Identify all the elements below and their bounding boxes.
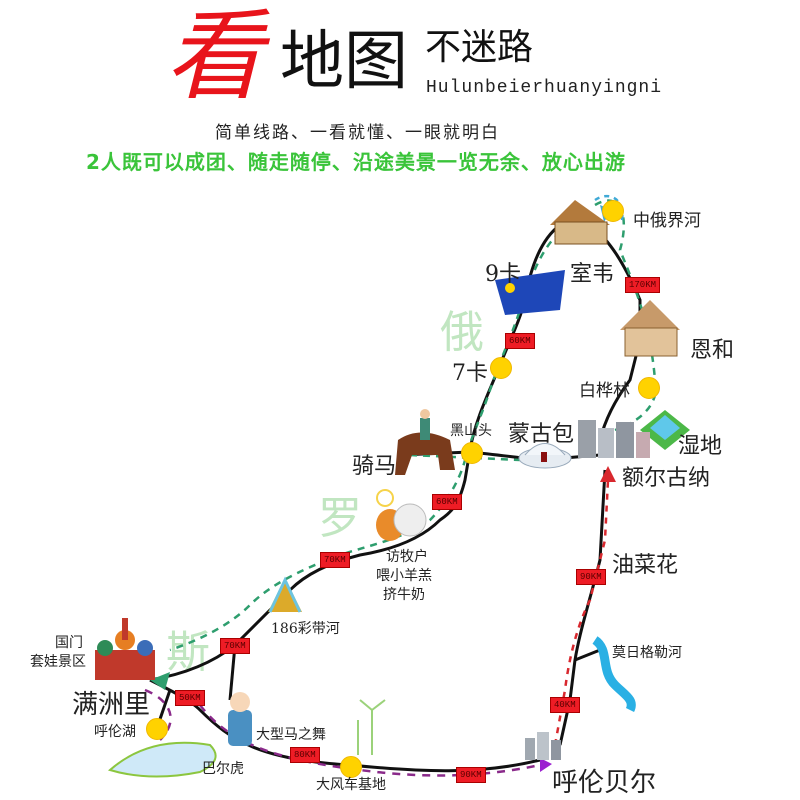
stop-dot-hulunhu [146, 718, 168, 740]
label-taowa: 套娃景区 [30, 654, 86, 670]
eerguna-city-icon [578, 420, 650, 458]
km-badge-hulunbeier-moriGele: 40KM [550, 697, 580, 713]
label-heishantou: 黑山头 [450, 423, 492, 439]
wetland-icon [640, 410, 690, 450]
windmill-icon [357, 699, 386, 755]
arrow-red-icon [600, 466, 616, 482]
tagline: 2人既可以成团、随走随停、沿途美景一览无余、放心出游 [86, 150, 626, 174]
arrow-green-icon [150, 672, 170, 690]
label-enhe: 恩和 [690, 338, 735, 363]
ka9-flag-icon [495, 270, 565, 315]
arrow-purple-icon [540, 758, 552, 772]
label-ka9: 9卡 [485, 262, 521, 287]
stop-dot-baihualin [638, 377, 660, 399]
enhe-house-icon [620, 300, 680, 357]
ghost-char-luo: 罗 [318, 493, 362, 544]
label-morigelehe: 莫日格勒河 [612, 645, 682, 661]
title-side: 不迷路 [425, 27, 534, 68]
km-badge-caidai-manzhouli: 70KM [220, 638, 250, 654]
label-shiwei: 室韦 [570, 262, 615, 287]
label-caidaihe: 186彩带河 [271, 621, 340, 637]
label-dafengche: 大风车基地 [316, 777, 386, 793]
label-menggubao: 蒙古包 [508, 422, 575, 447]
shiwei-house-icon [550, 200, 610, 245]
road-network [149, 223, 642, 773]
stop-dot-dafengche [340, 756, 362, 778]
subtitle: 简单线路、一看就懂、一眼就明白 [215, 123, 500, 143]
label-youcaihua: 油菜花 [612, 553, 679, 578]
label-ji-niunai: 挤牛奶 [383, 587, 425, 603]
label-wei-yanggao: 喂小羊羔 [376, 568, 432, 584]
label-hulunbeier: 呼伦贝尔 [552, 768, 657, 798]
label-manzhouli: 满洲里 [72, 690, 151, 720]
title-red-character: 看 [165, 0, 264, 114]
km-badge-baerhu-fengche: 80KM [290, 747, 320, 763]
waterfall-icon [268, 576, 302, 613]
label-guomen: 国门 [55, 635, 83, 651]
label-qima: 骑马 [352, 454, 397, 479]
stop-dot-ka7 [490, 357, 512, 379]
km-badge-fengche-hulunbeier: 90KM [456, 767, 486, 783]
label-hulunhu: 呼伦湖 [94, 724, 136, 740]
label-ka7: 7卡 [452, 361, 488, 386]
title-main: 地图 [280, 25, 408, 99]
title-pinyin: Hulunbeierhuanyingni [426, 78, 663, 98]
hulun-lake-icon [107, 741, 217, 778]
km-badge-shiwei-enhe: 170KM [625, 277, 661, 293]
km-badge-ka9-ka7: 60KM [505, 333, 535, 349]
km-badge-fangmuhu-caidai: 70KM [320, 552, 350, 568]
label-damawu: 大型马之舞 [256, 727, 326, 743]
label-baerhu: 巴尔虎 [202, 761, 244, 777]
yurt-icon [518, 443, 572, 469]
ghost-char-e: 俄 [440, 307, 484, 358]
hulunbeier-city-icon [525, 732, 561, 760]
km-badge-manzhouli-baerhu: 50KM [175, 690, 205, 706]
moscow-cathedral-icon [95, 618, 155, 680]
stop-dot-heishantou [461, 442, 483, 464]
label-zhonge-jiehe: 中俄界河 [633, 211, 701, 231]
km-badge-heishantou-south: 60KM [432, 494, 462, 510]
km-badge-youcaihua-eerguna: 90KM [576, 569, 606, 585]
route-red-dashed [553, 479, 610, 746]
sheep-icon [376, 489, 427, 541]
horse-rider-icon [395, 409, 455, 475]
stop-dot-zhonge-jiehe [602, 200, 624, 222]
label-eerguna: 额尔古纳 [622, 466, 711, 491]
label-shidi: 湿地 [678, 434, 723, 459]
moergele-river-icon [591, 636, 636, 713]
mongol-dancer-icon [228, 692, 252, 746]
label-fangmuhu: 访牧户 [386, 549, 428, 565]
label-baihualin: 白桦林 [579, 381, 630, 401]
